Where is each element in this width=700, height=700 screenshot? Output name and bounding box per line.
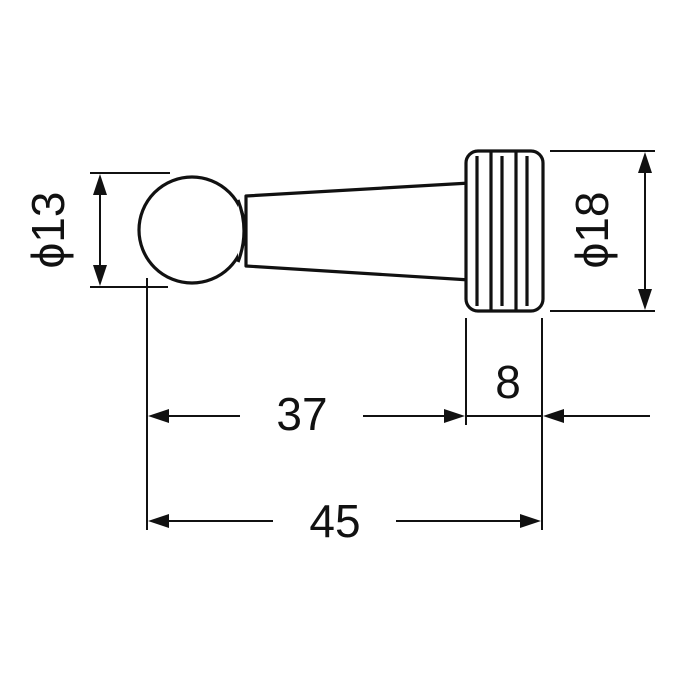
- arrowhead: [444, 409, 465, 423]
- arrowhead: [520, 514, 541, 528]
- ball-end: [137, 175, 247, 285]
- overall-length-label: 45: [309, 495, 360, 547]
- tapered-shank: [244, 181, 472, 282]
- arrowhead: [638, 289, 652, 310]
- shank-length-dimension: 37: [148, 388, 465, 440]
- head-diameter-label: ϕ18: [566, 192, 618, 269]
- overall-length-dimension: 45: [148, 495, 541, 547]
- arrowhead: [148, 409, 169, 423]
- knob-part: [137, 149, 545, 313]
- arrowhead: [93, 265, 107, 286]
- ball-neck: [236, 199, 246, 263]
- head-length-label: 8: [495, 356, 521, 408]
- grooved-head: [464, 149, 545, 313]
- ball-diameter-dimension: ϕ13: [22, 172, 170, 288]
- arrowhead: [93, 174, 107, 195]
- arrowhead: [148, 514, 169, 528]
- head-grooves: [475, 152, 529, 310]
- arrowhead: [543, 409, 564, 423]
- shank-length-label: 37: [276, 388, 327, 440]
- arrowhead: [638, 152, 652, 173]
- ball-diameter-label: ϕ13: [22, 192, 74, 269]
- head-length-dimension: 8: [466, 356, 650, 423]
- head-diameter-dimension: ϕ18: [550, 150, 655, 312]
